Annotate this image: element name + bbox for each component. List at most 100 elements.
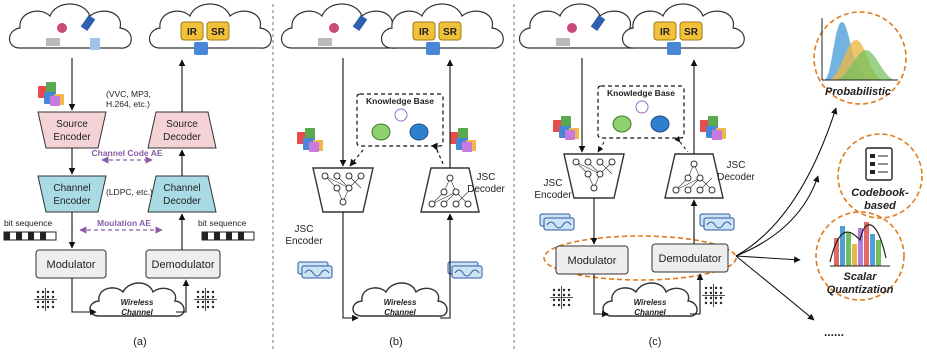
- bit-pattern-right: [201, 231, 255, 241]
- drone-icon: [567, 23, 577, 33]
- satellite-icon: [80, 14, 96, 32]
- documents-icon: [553, 116, 579, 140]
- codebook-icon: [865, 147, 893, 181]
- satellite-icon: [352, 14, 368, 32]
- more-methods-ellipsis: ......: [824, 325, 844, 339]
- satellite-icon: [590, 14, 606, 32]
- modulator-label: Modulator: [47, 259, 96, 271]
- sr-task-icon: [679, 21, 703, 41]
- jsc-decoder-shape: [420, 167, 480, 213]
- sr-label: SR: [443, 27, 458, 38]
- wireless-label: Wireless: [121, 298, 154, 307]
- source-decoder-box: [147, 111, 217, 149]
- constellation-left: [549, 285, 574, 310]
- wireless-label: Wireless: [384, 298, 417, 307]
- knowledge-base-box: [356, 93, 444, 147]
- ir-task-icon: [653, 21, 677, 41]
- knowledge-base-label: Knowledge Base: [366, 96, 434, 106]
- drone-icon: [57, 23, 67, 33]
- probabilistic-circle: [813, 11, 907, 105]
- drone-icon: [329, 23, 339, 33]
- channel-code-ae-label: Channel Code AE: [92, 148, 163, 158]
- camera-icon: [556, 38, 570, 46]
- demodulator-label: Demodulator: [659, 253, 722, 265]
- sr-label: SR: [211, 27, 226, 38]
- signal-waves-right: [699, 213, 735, 231]
- channel-label: Channel: [384, 308, 416, 317]
- translate-icon: [426, 42, 440, 55]
- sr-task-icon: [206, 21, 230, 41]
- database-green-icon: [612, 115, 632, 133]
- phone-icon: [90, 38, 100, 50]
- ir-label: IR: [660, 27, 671, 38]
- demodulator-box: [145, 249, 221, 279]
- modulator-label: Modulator: [568, 255, 617, 267]
- distribution-icon: [821, 18, 898, 81]
- translate-icon: [194, 42, 208, 55]
- jsc-decoder-shape: [664, 153, 724, 199]
- constellation-right: [701, 283, 726, 308]
- formats-note-text: (VVC, MP3,H.264, etc.): [106, 89, 151, 109]
- sr-task-icon: [438, 21, 462, 41]
- translate-icon: [667, 42, 681, 55]
- signal-waves-left: [539, 213, 575, 231]
- modulation-highlight-ellipse: [543, 235, 737, 281]
- modulator-box: [35, 249, 107, 279]
- constellation-left: [33, 287, 58, 312]
- caption-c: (c): [649, 336, 662, 348]
- probabilistic-label: Probabilistic: [825, 86, 891, 98]
- database-blue-icon: [409, 123, 429, 141]
- database-blue-icon: [650, 115, 670, 133]
- bit-sequence-left: bit sequence: [4, 218, 52, 228]
- ir-label: IR: [187, 27, 198, 38]
- documents-icon: [700, 116, 726, 140]
- demodulator-box: [651, 243, 729, 273]
- bit-sequence-right: bit sequence: [198, 218, 246, 228]
- database-green-icon: [371, 123, 391, 141]
- documents-icon: [38, 82, 64, 106]
- brain-icon: [394, 108, 408, 122]
- documents-icon: [450, 128, 476, 152]
- bit-pattern-left: [3, 231, 57, 241]
- wireless-label: Wireless: [634, 298, 667, 307]
- knowledge-base-box: [597, 85, 685, 139]
- knowledge-base-label: Knowledge Base: [607, 88, 675, 98]
- ir-task-icon: [412, 21, 436, 41]
- channel-label: Channel: [634, 308, 666, 317]
- channel-decoder-box: [147, 175, 217, 213]
- source-encoder-box: [37, 111, 107, 149]
- modulation-ae-label: Moulation AE: [97, 218, 151, 228]
- demodulator-label: Demodulator: [152, 259, 215, 271]
- camera-icon: [318, 38, 332, 46]
- signal-waves-left: [297, 261, 333, 279]
- caption-a: (a): [133, 336, 146, 348]
- ldpc-note: (LDPC, etc.): [106, 187, 153, 197]
- codebook-circle: [837, 133, 923, 219]
- channel-label: Channel: [121, 308, 153, 317]
- documents-icon: [297, 128, 323, 152]
- ir-task-icon: [180, 21, 204, 41]
- signal-waves-right: [447, 261, 483, 279]
- camera-icon: [46, 38, 60, 46]
- scalar-quantization-circle: [815, 211, 905, 301]
- sensor-devices-cloud: [8, 3, 132, 49]
- brain-icon: [635, 100, 649, 114]
- histogram-icon: [829, 222, 890, 267]
- ir-label: IR: [419, 27, 430, 38]
- modulator-box: [555, 245, 629, 275]
- constellation-right: [193, 287, 218, 312]
- sr-label: SR: [684, 27, 699, 38]
- codebook-label: Codebook-based: [851, 187, 909, 212]
